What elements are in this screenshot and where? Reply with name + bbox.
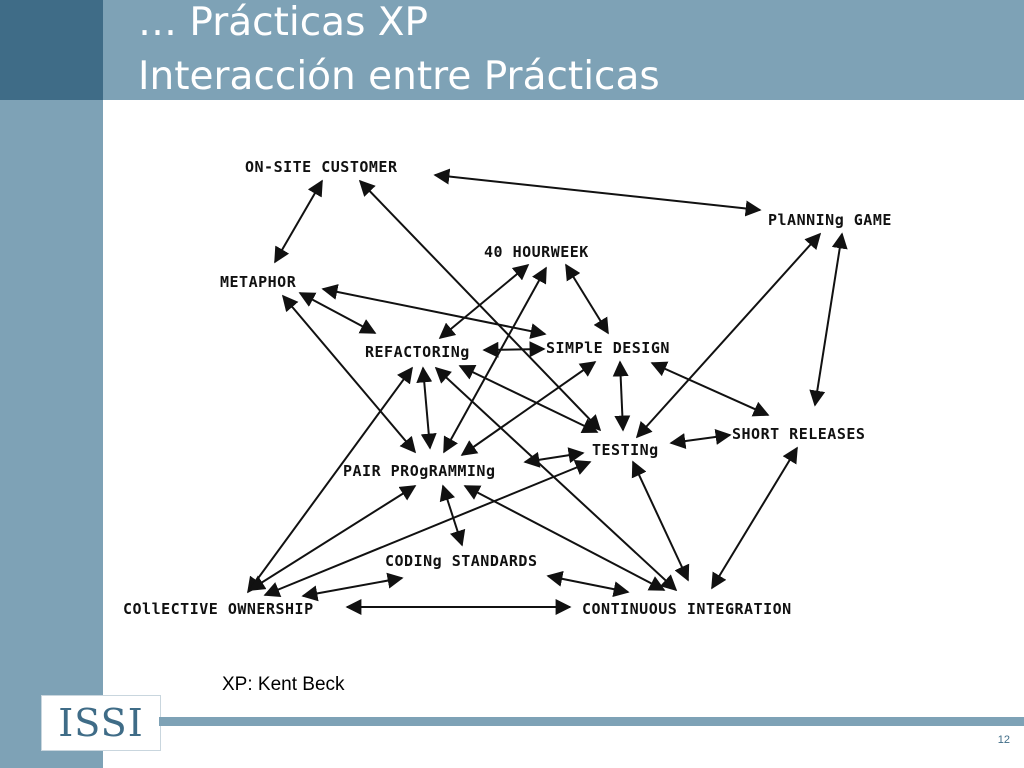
edge-customer-metaphor (274, 179, 323, 264)
sidebar-dark-block (0, 0, 103, 100)
edge-simpledesign-testing (612, 360, 631, 432)
credit-text: XP: Kent Beck (222, 674, 345, 695)
edge-testing-integration (631, 460, 690, 582)
edge-testing-ownership (263, 460, 592, 597)
edge-metaphor-refactoring (298, 292, 377, 334)
sidebar-band (0, 100, 103, 768)
node-refactoring: REFACTORINg (365, 343, 470, 361)
issi-logo: ISSI (41, 695, 161, 751)
title-line-2: Interacción entre Prácticas (138, 54, 660, 99)
edge-refactoring-simpledesign (482, 341, 546, 358)
edge-testing-short (669, 429, 732, 449)
edge-pairprog-ownership (248, 485, 417, 591)
edge-pairprog-coding (439, 484, 466, 547)
edge-metaphor-simpledesign (321, 284, 547, 339)
node-collective-ownership: COllECTIVE OWNERSHIP (123, 600, 314, 618)
edge-week-simpledesign (565, 263, 609, 335)
header-band (103, 0, 1024, 100)
diagram-edges (247, 168, 848, 615)
edge-planning-short (809, 232, 848, 407)
edge-pairprog-integration (463, 485, 666, 591)
edge-planning-testing (635, 232, 822, 439)
node-on-site-customer: ON-SITE CUSTOMER (245, 158, 398, 176)
title-line-1: … Prácticas XP (138, 0, 429, 45)
edge-short-integration (711, 446, 798, 590)
node-short-releases: SHORT RELEASES (732, 425, 865, 443)
node-simple-design: SIMPlE DESIGN (546, 339, 670, 357)
logo-text: ISSI (58, 701, 144, 745)
node-metaphor: METAPHOR (220, 273, 297, 291)
node-testing: TESTINg (592, 441, 659, 459)
edge-customer-planning (433, 168, 762, 217)
edge-coding-ownership (301, 572, 404, 602)
footer-line (159, 717, 1024, 726)
node-coding-standards: CODINg STANDARDS (385, 552, 538, 570)
node-pair-programming: PAIR PROgRAMMINg (343, 462, 496, 480)
node-continuous-integration: CONTINUOUS INTEGRATION (582, 600, 792, 618)
slide-title: … Prácticas XP Interacción entre Práctic… (138, 0, 660, 104)
edge-refactoring-pairprog (416, 366, 437, 450)
edge-simpledesign-pairprog (460, 361, 597, 456)
edge-simpledesign-short (650, 361, 770, 417)
node-forty-hour-week: 40 HOURWEEK (484, 243, 589, 261)
edge-coding-integration (546, 570, 630, 598)
diagram-nodes: ON-SITE CUSTOMER PlANNINg GAME 40 HOURWE… (123, 158, 892, 618)
node-planning-game: PlANNINg GAME (768, 211, 892, 229)
page-number: 12 (997, 734, 1010, 746)
